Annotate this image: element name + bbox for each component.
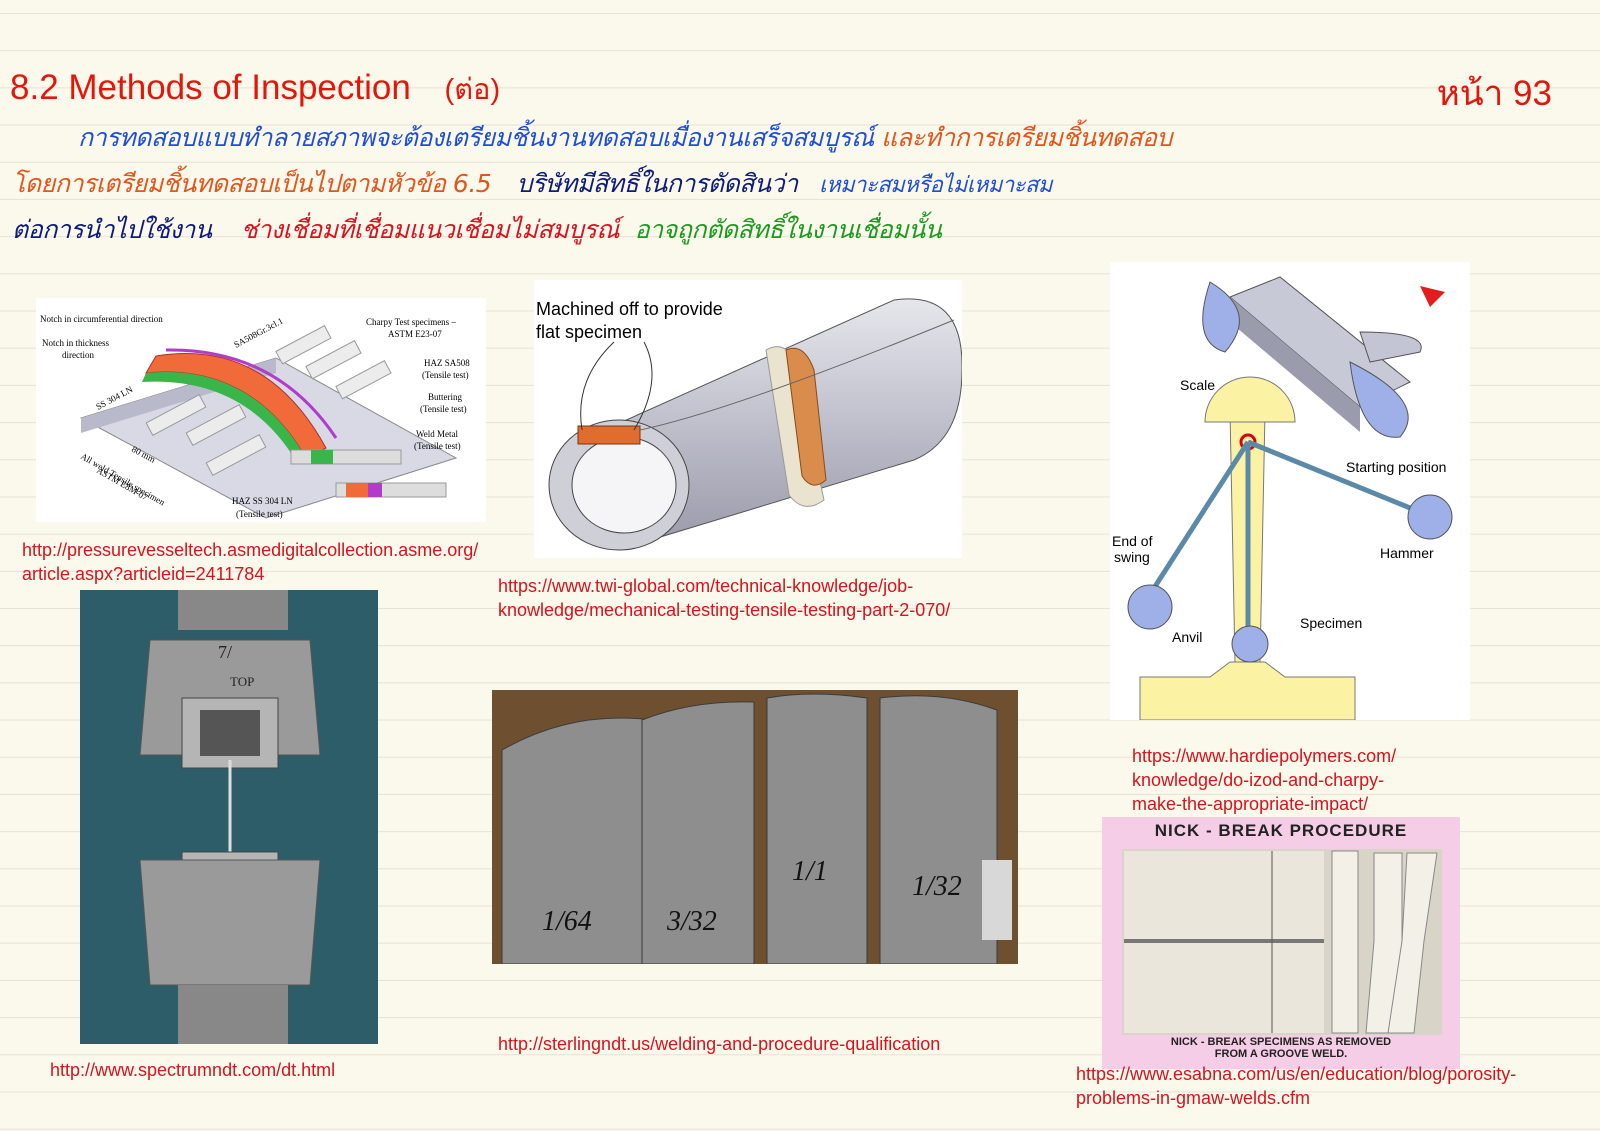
line2-orange-text: โดยการเตรียมชิ้นทดสอบเป็นไปตามหัวข้อ 6.5	[12, 169, 492, 198]
title-note: (ต่อ)	[444, 74, 501, 106]
label-end-of-swing-1: End of	[1112, 533, 1153, 549]
source-link-spectrumndt[interactable]: http://www.spectrumndt.com/dt.html	[50, 1060, 336, 1080]
label-starting-position: Starting position	[1346, 459, 1446, 475]
label-anvil: Anvil	[1172, 629, 1202, 645]
bend-mark-4: 1/32	[912, 871, 962, 902]
bend-mark-1: 1/64	[542, 906, 592, 937]
line1-blue-text: การทดสอบแบบทำลายสภาพจะต้องเตรียมชิ้นงานท…	[78, 123, 874, 152]
source-link-esabna[interactable]: https://www.esabna.com/us/en/education/b…	[1076, 1064, 1517, 1108]
page-number: หน้า 93	[1436, 74, 1552, 113]
charpy-specimens-diagram: Notch in circumferential direction Notch…	[40, 314, 470, 519]
label-buttering-2: (Tensile test)	[420, 404, 467, 414]
label-haz-sa508-2: (Tensile test)	[422, 370, 469, 380]
paragraph-line-2: โดยการเตรียมชิ้นทดสอบเป็นไปตามหัวข้อ 6.5…	[12, 164, 1052, 204]
label-weld-metal-2: (Tensile test)	[414, 441, 461, 451]
label-charpy-2: ASTM E23-07	[388, 329, 442, 339]
nick-break-title: NICK - BREAK PROCEDURE	[1154, 821, 1408, 840]
nick-break-caption: NICK - BREAK SPECIMENS AS REMOVED FROM A…	[1102, 1036, 1460, 1060]
label-notch-thick-1: Notch in thickness	[42, 338, 109, 348]
line3-red-text: ช่างเชื่อมที่เชื่อมแนวเชื่อมไม่สมบูรณ์	[240, 215, 620, 244]
line2-blue-text: เหมาะสมหรือไม่เหมาะสม	[819, 173, 1052, 198]
paragraph-line-1: การทดสอบแบบทำลายสภาพจะต้องเตรียมชิ้นงานท…	[78, 118, 1172, 158]
pipe-specimen-diagram: Machined off to provide flat specimen	[536, 298, 962, 551]
label-notch-circ: Notch in circumferential direction	[40, 314, 163, 324]
nick-break-caption-2: FROM A GROOVE WELD.	[1214, 1048, 1348, 1060]
line2-navy-text: บริษัทมีสิทธิ์ในการตัดสินว่า	[516, 169, 799, 198]
label-specimen: Specimen	[1300, 615, 1362, 631]
source-link-sterlingndt[interactable]: http://sterlingndt.us/welding-and-proced…	[498, 1034, 941, 1054]
tensile-machine-photo: 7/ TOP	[80, 590, 378, 1044]
label-machined-1: Machined off to provide	[536, 299, 723, 319]
label-charpy-1: Charpy Test specimens –	[366, 317, 456, 327]
label-haz-sa508-1: HAZ SA508	[424, 358, 470, 368]
label-haz-ss-2: (Tensile test)	[236, 509, 283, 519]
nick-break-illustration	[1122, 849, 1442, 1035]
label-hammer: Hammer	[1380, 545, 1434, 561]
bend-specimens-photo: 1/64 3/32 1/1 1/32	[492, 690, 1018, 964]
page-title: 8.2 Methods of Inspection (ต่อ)	[10, 66, 500, 112]
charpy-pendulum-figure: Scale Starting position End of swing Ham…	[1110, 262, 1470, 720]
line3-green-text: อาจถูกตัดสิทธิ์ในงานเชื่อมนั้น	[634, 215, 942, 244]
tensile-machine-illustration: 7/ TOP	[80, 590, 378, 1044]
bend-mark-3: 1/1	[792, 856, 828, 887]
grip-mark-2: TOP	[230, 674, 254, 689]
label-sa508: SA508Gr.3cl.1	[232, 316, 284, 350]
label-notch-thick-2: direction	[62, 350, 94, 360]
pipe-specimen-figure: Machined off to provide flat specimen	[534, 280, 962, 558]
paragraph-line-3: ต่อการนำไปใช้งาน ช่างเชื่อมที่เชื่อมแนวเ…	[12, 210, 942, 250]
bend-mark-2: 3/32	[666, 906, 717, 937]
label-scale: Scale	[1180, 377, 1215, 393]
title-text: 8.2 Methods of Inspection	[10, 68, 411, 107]
label-end-of-swing-2: swing	[1114, 549, 1150, 565]
nick-break-figure: NICK - BREAK PROCEDURE NICK - BREAK SPEC…	[1102, 817, 1460, 1069]
source-link-hardiepolymers[interactable]: https://www.hardiepolymers.com/ knowledg…	[1132, 746, 1397, 814]
charpy-specimens-figure: Notch in circumferential direction Notch…	[36, 298, 486, 522]
bend-specimens-illustration: 1/64 3/32 1/1 1/32	[492, 690, 1018, 964]
charpy-pendulum-diagram: Scale Starting position End of swing Ham…	[1112, 276, 1453, 720]
label-weld-metal-1: Weld Metal	[416, 429, 459, 439]
label-haz-ss-1: HAZ SS 304 LN	[232, 496, 293, 506]
line3-navy-text: ต่อการนำไปใช้งาน	[12, 215, 212, 244]
label-machined-2: flat specimen	[536, 322, 642, 342]
line1-orange-text: และทำการเตรียมชิ้นทดสอบ	[881, 123, 1172, 152]
source-link-twi[interactable]: https://www.twi-global.com/technical-kno…	[498, 576, 951, 620]
grip-mark-1: 7/	[218, 642, 232, 662]
nick-break-caption-1: NICK - BREAK SPECIMENS AS REMOVED	[1170, 1036, 1392, 1048]
label-buttering-1: Buttering	[428, 392, 462, 402]
source-link-pressurevessel[interactable]: http://pressurevesseltech.asmedigitalcol…	[22, 540, 479, 584]
